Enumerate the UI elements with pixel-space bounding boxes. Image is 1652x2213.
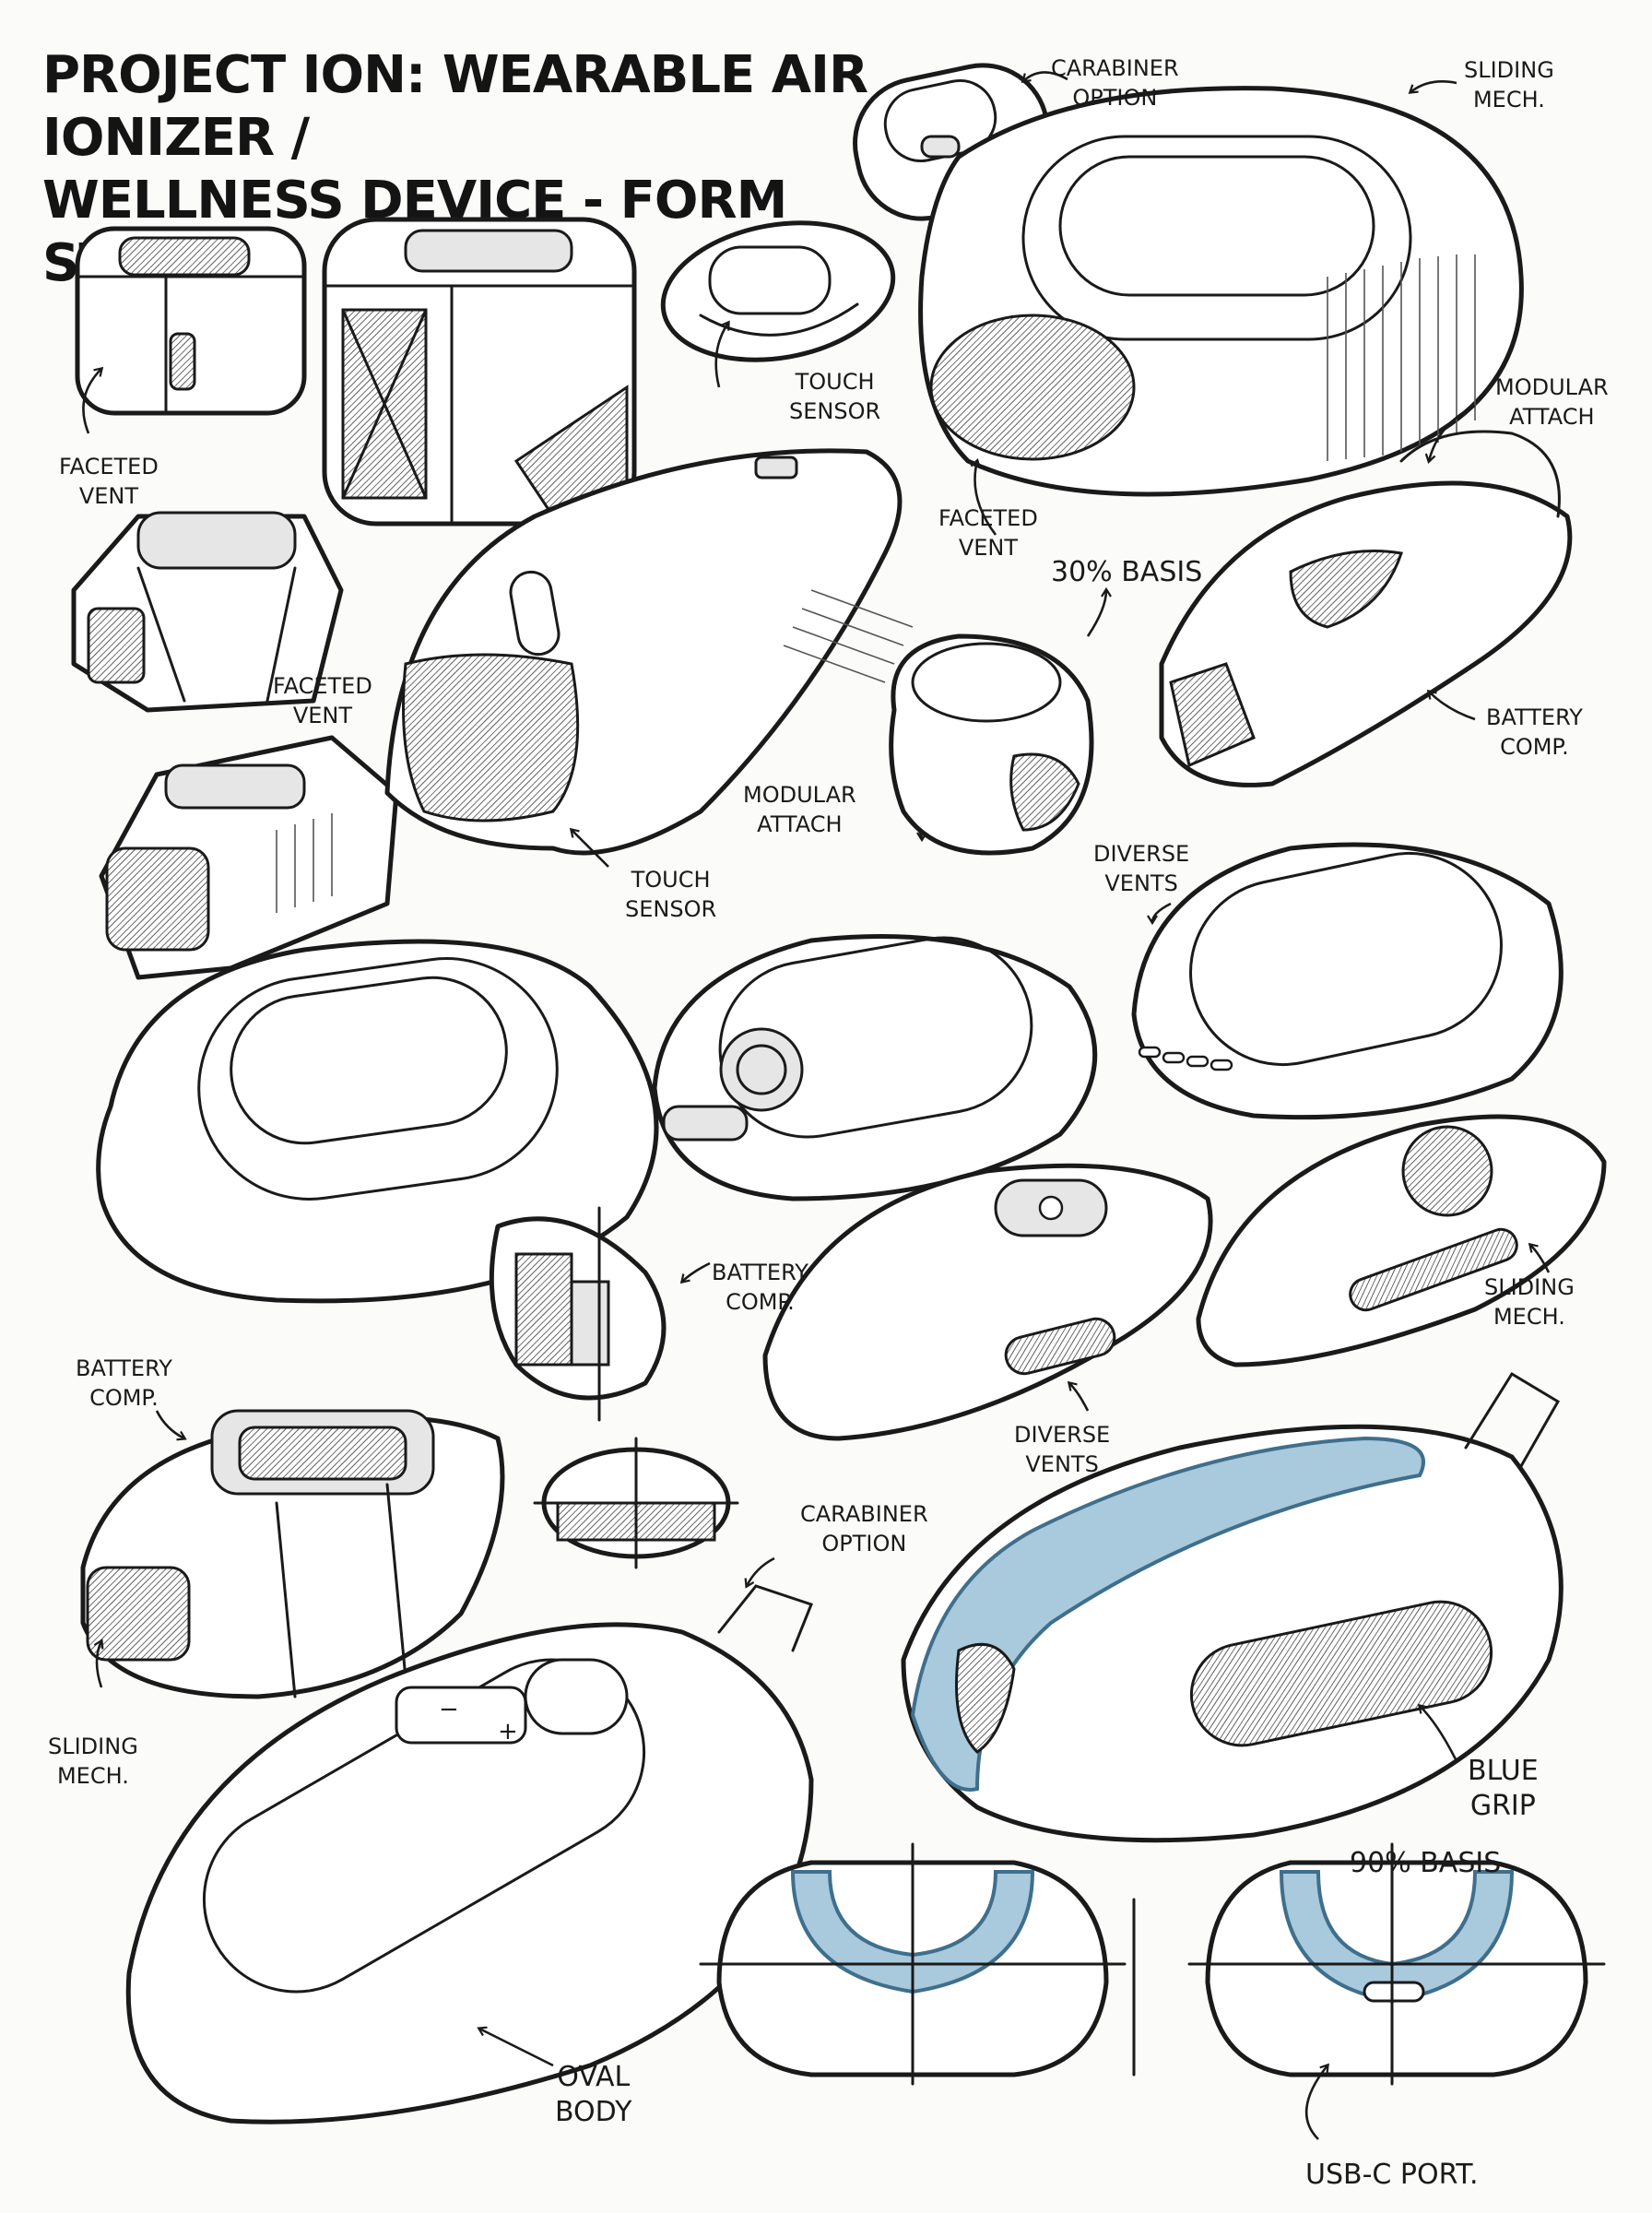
sketch-section-cut — [489, 1206, 739, 1569]
minus-icon: − — [439, 1696, 459, 1723]
annotation-arrows — [82, 71, 1551, 2140]
plus-icon: + — [498, 1718, 518, 1746]
title-line-1: PROJECT ION: WEARABLE AIR IONIZER / — [42, 45, 868, 168]
sketch-cube-small — [75, 226, 307, 416]
sketch-cube-vent — [322, 217, 637, 527]
sketch-blue-grip-device — [901, 1371, 1564, 1843]
sketch-faceted-hex — [71, 511, 344, 713]
sketch-front-view-right — [1187, 1842, 1606, 2086]
sketch-dial-pebble — [652, 934, 1098, 1201]
label-basis-90: 90% BASIS — [1350, 1847, 1502, 1879]
label-usb-c-port: USB-C PORT. — [1305, 2159, 1479, 2191]
sketch-large-pebble-left — [96, 939, 659, 1304]
label-basis-30: 30% BASIS — [1051, 556, 1203, 588]
sketch-speaker-oval — [1196, 1114, 1607, 1367]
sketch-pebble-clip — [660, 220, 896, 362]
sketch-center-clip — [384, 448, 914, 856]
sketch-modular-clip — [1159, 430, 1573, 787]
sketch-oval-body-controls — [125, 1584, 814, 2124]
sketch-capsule-mesh — [99, 735, 399, 980]
sketch-slim-pebble — [762, 1163, 1213, 1441]
sketch-ring-device — [889, 633, 1094, 856]
sketch-pebble-dots — [1131, 842, 1564, 1120]
sketch-large-oval-ribbed — [918, 86, 1524, 497]
sketch-front-view-left — [699, 1842, 1136, 2086]
sketch-battery-block — [80, 1409, 505, 1699]
